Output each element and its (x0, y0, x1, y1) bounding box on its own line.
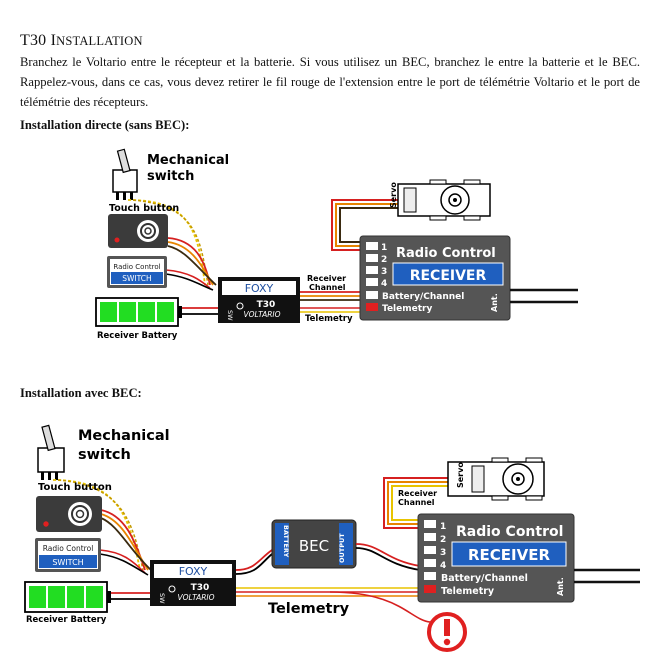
diagram-bec: Mechanical switch Touch button Radio Con… (24, 424, 640, 652)
svg-text:Receiver Battery: Receiver Battery (26, 615, 107, 625)
svg-text:Receiver: Receiver (307, 274, 346, 283)
radio-control-receiver: Radio Control RECEIVER 1 2 3 4 Battery/C… (417, 513, 575, 603)
svg-text:Radio Control: Radio Control (396, 246, 496, 261)
svg-text:1: 1 (381, 243, 387, 253)
svg-text:Ant.: Ant. (490, 293, 499, 312)
telemetry-label: Telemetry (305, 314, 353, 324)
receiver-battery-label: Receiver Battery (97, 331, 178, 340)
svg-text:2: 2 (440, 535, 446, 545)
svg-text:Mechanical: Mechanical (78, 428, 170, 444)
svg-text:SWITCH: SWITCH (122, 274, 151, 283)
rc-switch-icon: Radio Control SWITCH (35, 538, 101, 572)
svg-text:BEC: BEC (299, 537, 329, 555)
svg-text:Servo: Servo (456, 462, 465, 488)
rc-switch-icon: Radio Control SWITCH (107, 256, 167, 288)
svg-text:4: 4 (381, 279, 387, 289)
svg-text:Servo: Servo (389, 182, 398, 208)
svg-text:FOXY: FOXY (245, 282, 274, 295)
svg-text:Radio Control: Radio Control (43, 544, 94, 553)
svg-text:RECEIVER: RECEIVER (410, 268, 487, 284)
receiver-battery-icon (24, 581, 111, 613)
svg-text:3: 3 (440, 548, 446, 558)
intro-paragraph: Branchez le Voltario entre le récepteur … (20, 55, 640, 110)
svg-text:BATTERY: BATTERY (282, 525, 290, 558)
svg-text:FOXY: FOXY (179, 565, 208, 578)
svg-text:Telemetry: Telemetry (382, 304, 432, 314)
svg-text:SW: SW (226, 310, 234, 321)
touch-button-label: Touch button (109, 203, 179, 214)
svg-text:RECEIVER: RECEIVER (468, 546, 550, 564)
svg-text:Telemetry: Telemetry (441, 586, 495, 597)
touch-button-icon (108, 214, 168, 248)
svg-text:2: 2 (381, 255, 387, 265)
svg-text:Channel: Channel (309, 283, 346, 292)
svg-text:3: 3 (381, 267, 387, 277)
section-title-bec: Installation avec BEC: (20, 386, 142, 400)
telemetry-label: Telemetry (268, 601, 350, 617)
svg-text:VOLTARIO: VOLTARIO (177, 593, 214, 602)
diagram-direct: Mechanical switch Touch button Radio Con… (95, 148, 578, 340)
svg-text:Receiver: Receiver (398, 489, 437, 498)
svg-text:T30: T30 (191, 583, 210, 593)
touch-button-icon (36, 496, 102, 532)
svg-text:OUTPUT: OUTPUT (338, 533, 346, 563)
receiver-battery-icon (95, 297, 182, 327)
svg-text:Radio Control: Radio Control (456, 524, 563, 540)
svg-text:SW: SW (158, 593, 166, 604)
radio-control-receiver: Radio Control RECEIVER 1 2 3 4 Battery/C… (359, 235, 511, 321)
voltario-t30-module: FOXY SW T30 VOLTARIO (218, 277, 300, 323)
svg-text:1: 1 (440, 522, 446, 532)
svg-text:VOLTARIO: VOLTARIO (243, 310, 280, 319)
section-title-direct: Installation directe (sans BEC): (20, 118, 190, 132)
bec-module: BATTERY OUTPUT BEC (271, 519, 357, 569)
servo-icon: Servo (389, 179, 491, 221)
svg-text:switch: switch (78, 447, 131, 463)
mechanical-switch-icon (37, 424, 65, 480)
svg-text:Battery/Channel: Battery/Channel (441, 573, 528, 584)
svg-text:Battery/Channel: Battery/Channel (382, 292, 464, 302)
warning-icon (427, 612, 467, 652)
svg-text:Channel: Channel (398, 498, 435, 507)
svg-text:SWITCH: SWITCH (52, 558, 83, 567)
mechanical-switch-icon (112, 148, 138, 200)
page-title: T30 Installation (20, 32, 143, 49)
svg-text:T30: T30 (257, 300, 276, 310)
svg-text:4: 4 (440, 561, 446, 571)
mechanical-switch-label: Mechanical (147, 153, 229, 168)
svg-text:Touch button: Touch button (38, 482, 112, 493)
servo-icon: Servo (447, 457, 545, 501)
svg-text:Radio Control: Radio Control (113, 263, 160, 271)
voltario-t30-module: FOXY SW T30 VOLTARIO (150, 560, 236, 606)
mechanical-switch-label-2: switch (147, 169, 194, 184)
svg-text:Ant.: Ant. (556, 577, 565, 596)
